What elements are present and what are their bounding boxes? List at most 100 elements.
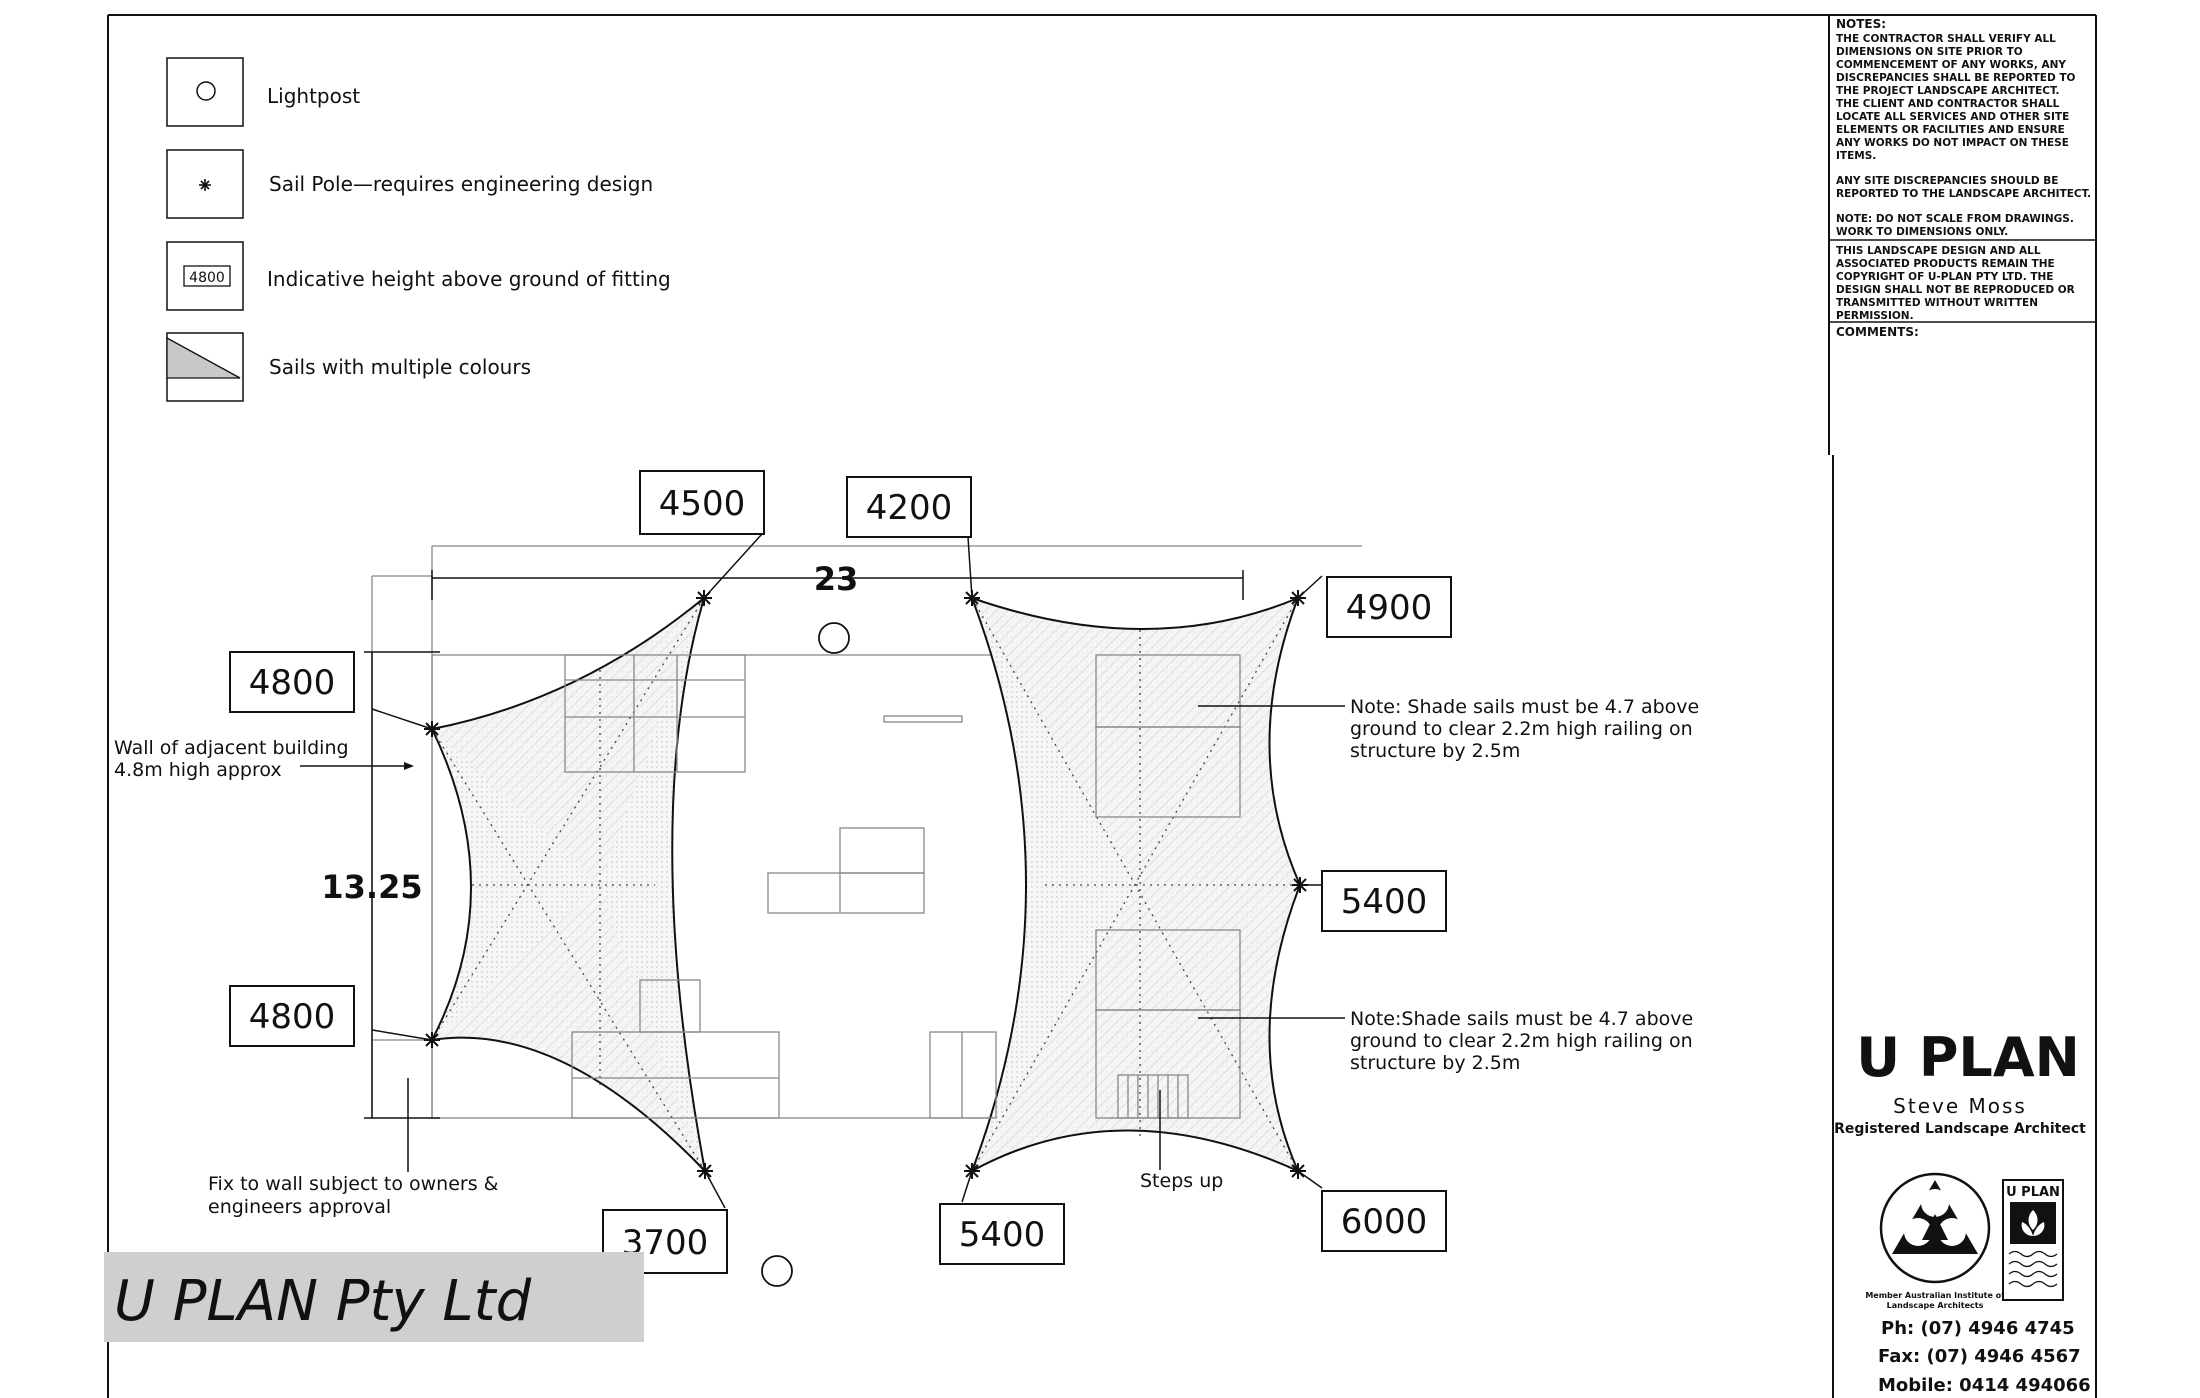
height-tag-4500: 4500 (639, 470, 765, 535)
watermark: U PLAN Pty Ltd (104, 1252, 644, 1342)
svg-text:ELEMENTS OR FACILITIES AND ENS: ELEMENTS OR FACILITIES AND ENSURE (1836, 124, 2065, 136)
svg-text:4500: 4500 (659, 484, 746, 524)
phone-number: Ph: (07) 4946 4745 (1881, 1318, 2075, 1339)
svg-text:DESIGN SHALL NOT BE REPRODUCED: DESIGN SHALL NOT BE REPRODUCED OR (1836, 284, 2075, 296)
dimension-depth-label: 13.25 (321, 868, 422, 906)
svg-text:ANY WORKS DO NOT IMPACT ON THE: ANY WORKS DO NOT IMPACT ON THESE (1836, 137, 2069, 149)
architect-title: Registered Landscape Architect (1834, 1121, 2086, 1137)
height-tag-6000: 6000 (1321, 1190, 1447, 1252)
svg-text:5400: 5400 (959, 1215, 1046, 1255)
sail-pole-icon (964, 590, 980, 606)
svg-text:THE PROJECT LANDSCAPE ARCHITEC: THE PROJECT LANDSCAPE ARCHITECT. (1836, 85, 2060, 97)
height-tag-4200: 4200 (846, 476, 972, 538)
height-tag-4900: 4900 (1326, 576, 1452, 638)
svg-text:5400: 5400 (1341, 882, 1428, 922)
lightpost-bottom (761, 1255, 793, 1287)
svg-text:TRANSMITTED WITHOUT WRITTEN: TRANSMITTED WITHOUT WRITTEN (1836, 297, 2038, 309)
svg-text:LOCATE ALL SERVICES AND OTHER: LOCATE ALL SERVICES AND OTHER SITE (1836, 111, 2069, 123)
title-block: NOTES: THE CONTRACTOR SHALL VERIFY ALL D… (1829, 17, 2096, 1396)
legend-item-sail-pole: Sail Pole—requires engineering design (166, 149, 653, 219)
legend-item-height: 4800 Indicative height above ground of f… (166, 241, 671, 311)
legend-label-height: Indicative height above ground of fittin… (267, 267, 671, 291)
svg-text:THE CONTRACTOR SHALL VERIFY AL: THE CONTRACTOR SHALL VERIFY ALL (1836, 33, 2056, 45)
svg-text:ASSOCIATED PRODUCTS REMAIN THE: ASSOCIATED PRODUCTS REMAIN THE (1836, 258, 2055, 270)
aila-caption-line2: Landscape Architects (1887, 1301, 1984, 1310)
fix-note-line2: engineers approval (208, 1196, 391, 1218)
svg-text:COMMENCEMENT OF ANY WORKS, ANY: COMMENCEMENT OF ANY WORKS, ANY (1836, 59, 2066, 71)
legend-item-sails: Sails with multiple colours (166, 332, 531, 402)
sail-pole-icon (1290, 1163, 1306, 1179)
shade-sail-right (971, 597, 1301, 1172)
sail-pole-icon (424, 1032, 440, 1048)
height-tag-4800-bottom: 4800 (229, 985, 355, 1047)
dimension-width-label: 23 (814, 560, 859, 598)
aila-caption-line1: Member Australian Institute of (1865, 1291, 2005, 1300)
legend-label-sails: Sails with multiple colours (269, 355, 531, 379)
legend-label-lightpost: Lightpost (267, 84, 360, 108)
structures (564, 654, 1241, 1119)
annotations: Wall of adjacent building 4.8m high appr… (114, 696, 1699, 1218)
svg-text:ITEMS.: ITEMS. (1836, 150, 1876, 162)
brand-logo-text: U PLAN (1856, 1026, 2080, 1089)
height-tags: 4500 4200 4900 4800 4800 5400 (229, 470, 1452, 1274)
sail-pole-icon (1292, 877, 1308, 893)
note1-line3: structure by 2.5m (1350, 740, 1520, 762)
shade-sail-left (431, 597, 706, 1172)
fax-number: Fax: (07) 4946 4567 (1878, 1346, 2081, 1367)
note1-line1: Note: Shade sails must be 4.7 above (1350, 696, 1699, 718)
uplan-tile-text: U PLAN (2006, 1185, 2060, 1200)
sail-pole-icon (424, 721, 440, 737)
svg-text:WORK TO DIMENSIONS ONLY.: WORK TO DIMENSIONS ONLY. (1836, 226, 2008, 238)
sail-poles (424, 590, 1308, 1179)
legend-height-tag: 4800 (189, 270, 225, 286)
fix-note-line1: Fix to wall subject to owners & (208, 1173, 499, 1195)
comments-heading: COMMENTS: (1836, 325, 1919, 339)
uplan-tile-logo: U PLAN (2002, 1179, 2064, 1301)
notes-text: THE CONTRACTOR SHALL VERIFY ALL DIMENSIO… (1836, 33, 2091, 322)
sheet-border (107, 14, 2097, 1398)
svg-text:4800: 4800 (249, 663, 336, 703)
wall-leader-arrow (404, 762, 414, 770)
wall-note-line2: 4.8m high approx (114, 759, 282, 781)
height-tag-icon (183, 265, 231, 287)
dimension-width (431, 570, 1244, 600)
svg-text:4800: 4800 (249, 997, 336, 1037)
svg-text:COPYRIGHT OF U-PLAN PTY LTD.: COPYRIGHT OF U-PLAN PTY LTD. THE (1836, 271, 2053, 283)
note2-line3: structure by 2.5m (1350, 1052, 1520, 1074)
svg-text:PERMISSION.: PERMISSION. (1836, 310, 1914, 322)
legend-label-sail-pole: Sail Pole—requires engineering design (269, 172, 653, 196)
dimension-depth (364, 651, 440, 1119)
site-plan: 23 13.25 (114, 470, 1699, 1287)
steps-label: Steps up (1140, 1170, 1223, 1192)
sail-pole-icon (964, 1163, 980, 1179)
svg-text:DISCREPANCIES SHALL BE REPORTE: DISCREPANCIES SHALL BE REPORTED TO (1836, 72, 2076, 84)
architect-name: Steve Moss (1893, 1094, 2027, 1118)
wall-note-line1: Wall of adjacent building (114, 737, 349, 759)
note1-line2: ground to clear 2.2m high railing on (1350, 718, 1693, 740)
sail-pole-icon (696, 590, 712, 606)
legend: Lightpost Sail Pole—requires engineering… (166, 57, 671, 402)
height-tag-4800-top: 4800 (229, 651, 355, 713)
svg-text:ANY SITE DISCREPANCIES SHOULD: ANY SITE DISCREPANCIES SHOULD BE (1836, 175, 2058, 187)
sail-pole-icon (199, 179, 211, 191)
leaders (300, 533, 1345, 1209)
svg-text:DIMENSIONS ON SITE PRIOR TO: DIMENSIONS ON SITE PRIOR TO (1836, 46, 2023, 58)
svg-text:THE CLIENT AND CONTRACTOR SHAL: THE CLIENT AND CONTRACTOR SHALL (1836, 98, 2060, 110)
aila-logo: Member Australian Institute of Landscape… (1865, 1172, 2005, 1310)
notes-heading: NOTES: (1836, 17, 1886, 31)
lightpost-icon (196, 81, 216, 101)
svg-text:6000: 6000 (1341, 1202, 1428, 1242)
sail-colours-icon (166, 336, 241, 379)
note2-line2: ground to clear 2.2m high railing on (1350, 1030, 1693, 1052)
sail-pole-icon (1290, 590, 1306, 606)
svg-text:NOTE: DO NOT SCALE FROM DRAWI: NOTE: DO NOT SCALE FROM DRAWINGS. (1836, 213, 2074, 225)
sail-pole-icon (697, 1163, 713, 1179)
watermark-text: U PLAN Pty Ltd (114, 1269, 532, 1334)
svg-text:THIS LANDSCAPE DESIGN AND ALL: THIS LANDSCAPE DESIGN AND ALL (1836, 245, 2041, 257)
note2-line1: Note:Shade sails must be 4.7 above (1350, 1008, 1693, 1030)
svg-text:REPORTED TO THE LANDSCAPE ARCH: REPORTED TO THE LANDSCAPE ARCHITECT. (1836, 188, 2091, 200)
lightpost-top (818, 622, 850, 654)
mobile-number: Mobile: 0414 494066 (1878, 1375, 2091, 1396)
svg-text:4900: 4900 (1346, 588, 1433, 628)
